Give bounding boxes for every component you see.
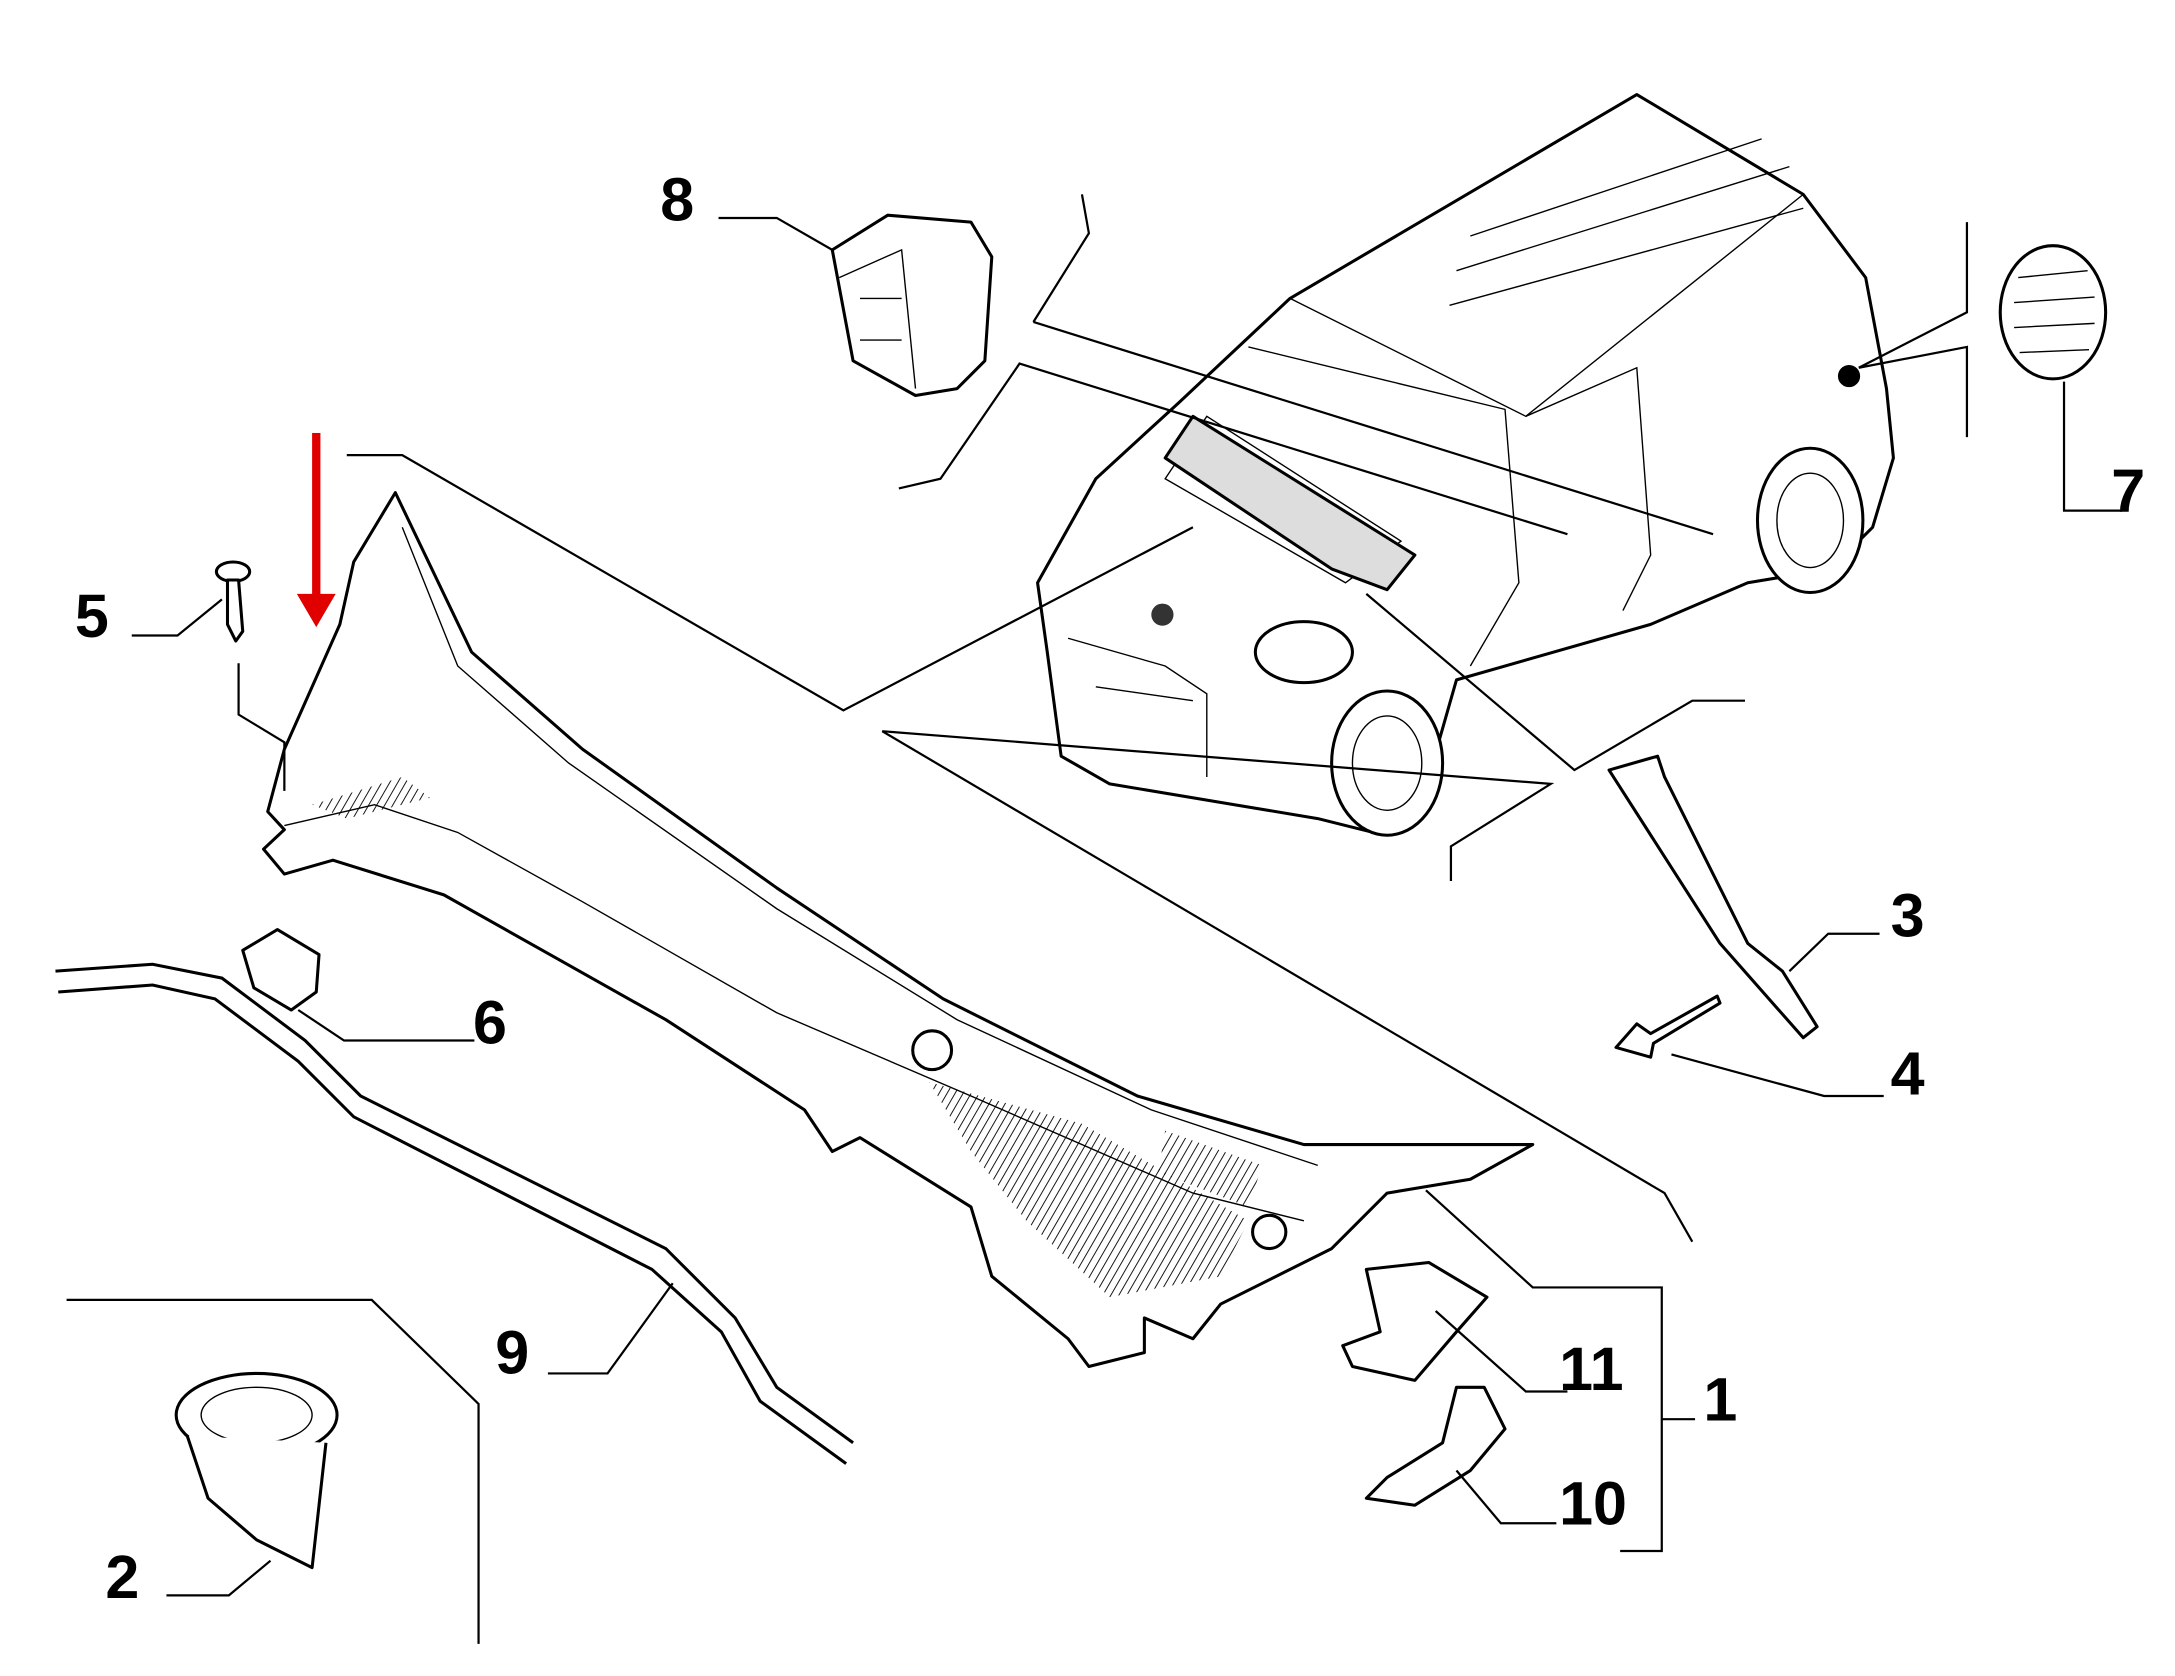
callout-2: 2 bbox=[105, 1543, 139, 1611]
part-6-clip bbox=[241, 928, 321, 1012]
part-4-rivet bbox=[1614, 994, 1722, 1059]
callout-9: 9 bbox=[495, 1318, 529, 1386]
callout-7: 7 bbox=[2111, 457, 2145, 525]
callout-8: 8 bbox=[660, 166, 694, 234]
callout-10: 10 bbox=[1559, 1470, 1627, 1538]
callout-1: 1 bbox=[1703, 1366, 1737, 1434]
part-11-clip bbox=[1341, 1260, 1489, 1382]
callout-3: 3 bbox=[1891, 881, 1925, 949]
part-5-screw bbox=[214, 560, 252, 643]
cowl-panel bbox=[262, 491, 1535, 1369]
grille-location-dot bbox=[1837, 364, 1861, 388]
callout-numbers: 8 5 7 3 6 4 9 11 1 10 2 bbox=[75, 166, 2145, 1611]
logo-emblem bbox=[1151, 603, 1174, 626]
callout-6: 6 bbox=[473, 988, 507, 1056]
part-10-clip bbox=[1364, 1385, 1507, 1507]
part-9-seal-strip bbox=[55, 962, 854, 1465]
callout-5: 5 bbox=[75, 582, 109, 650]
part-3-bracket bbox=[1607, 754, 1819, 1040]
callout-leaders bbox=[131, 216, 2123, 1597]
part-7-grille-cover bbox=[1998, 244, 2108, 381]
van-illustration bbox=[1036, 92, 1895, 837]
red-arrow-indicator bbox=[296, 432, 336, 628]
leader-lines bbox=[66, 194, 1969, 1644]
part-2-grommet bbox=[174, 1371, 339, 1570]
callout-4: 4 bbox=[1891, 1040, 1925, 1108]
part-8-vent-box bbox=[830, 213, 994, 398]
callout-11: 11 bbox=[1559, 1335, 1624, 1403]
